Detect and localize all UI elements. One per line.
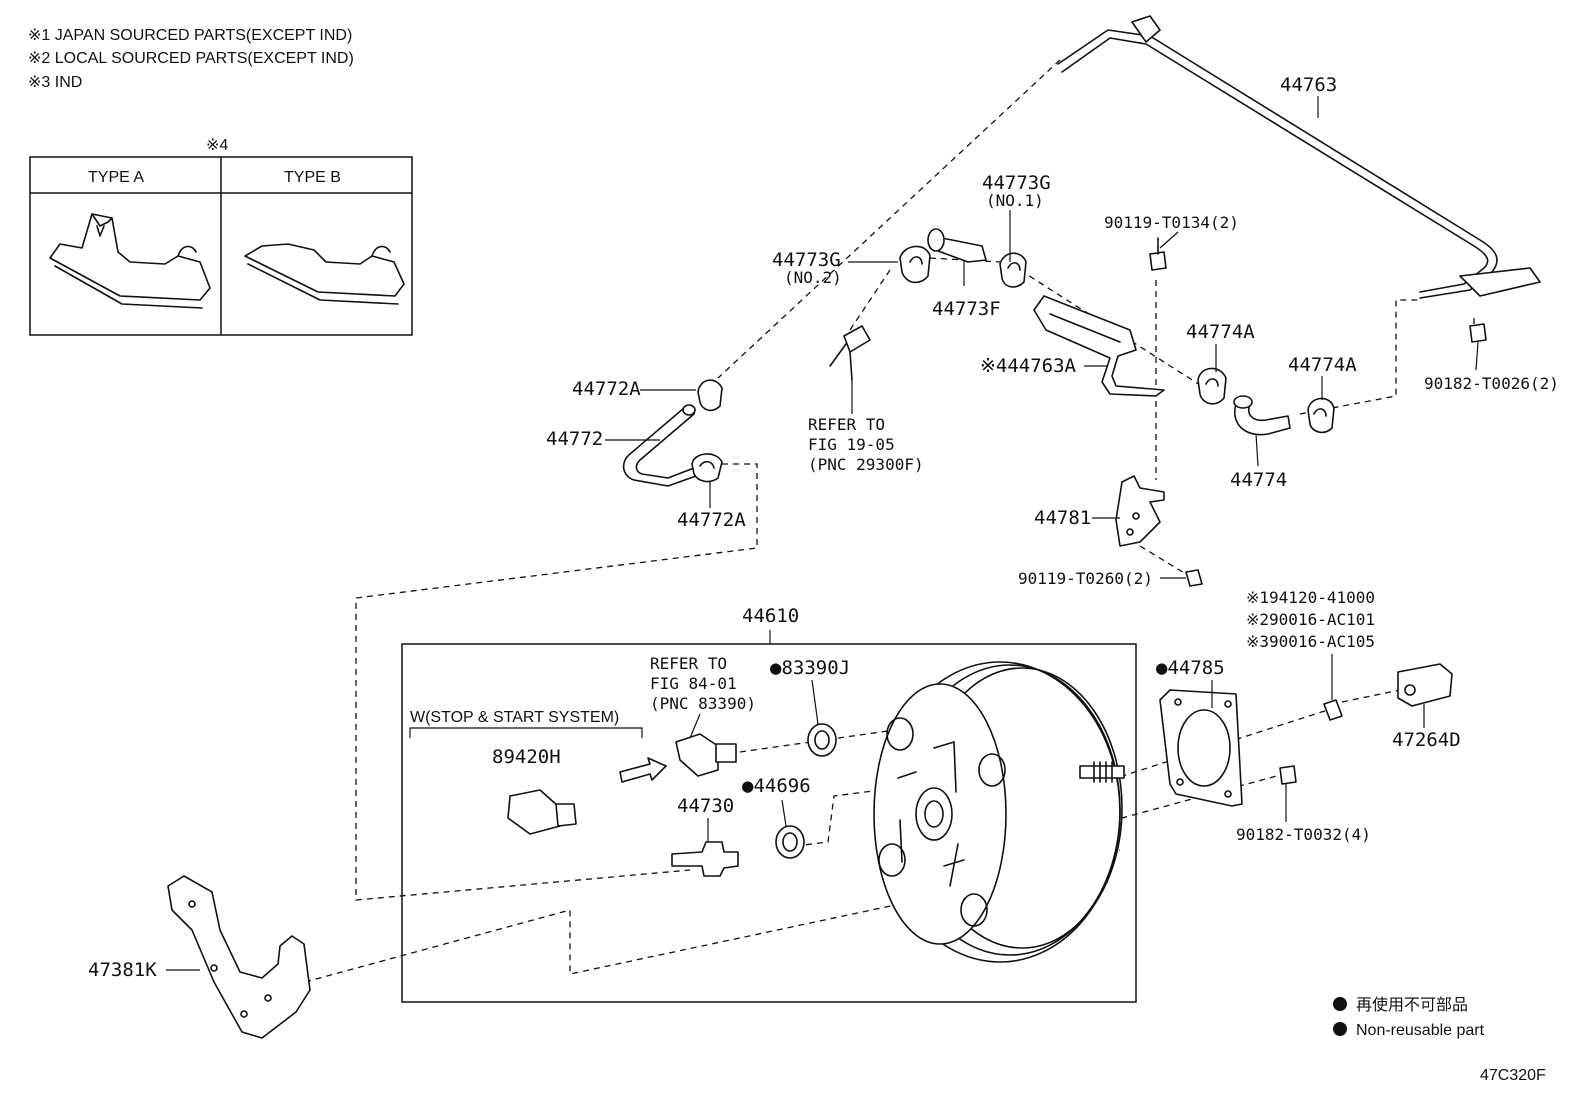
clevis-47264d	[1397, 663, 1453, 707]
brake-booster-44610	[873, 661, 1125, 963]
bracket-44781	[1115, 475, 1165, 547]
label-44785[interactable]: ●44785	[1156, 657, 1225, 679]
non-reusable-dot-icon	[1333, 1022, 1347, 1036]
hose-44773f	[927, 228, 987, 263]
note-1: ※1 JAPAN SOURCED PARTS(EXCEPT IND)	[28, 27, 352, 44]
refer-fig-84-line2[interactable]: FIG 84-01	[650, 674, 737, 693]
arrow-icon	[619, 757, 667, 783]
legend-jp: 再使用不可部品	[1356, 996, 1468, 1014]
check-valve-29300f	[829, 325, 871, 381]
bolt-90119-t0134	[1149, 237, 1167, 271]
booster-assembly-frame	[401, 643, 1137, 1003]
clamp-44772a-1	[697, 379, 723, 412]
clamp-44773g-no1	[999, 252, 1027, 288]
vacuum-pipe-44763	[1057, 15, 1541, 299]
legend-en: Non-reusable part	[1356, 1022, 1485, 1039]
label-44772[interactable]: 44772	[546, 428, 603, 450]
type-b-header: TYPE B	[284, 169, 341, 186]
legend: 再使用不可部品 Non-reusable part	[1333, 996, 1485, 1039]
sensor-89420h	[507, 789, 577, 835]
type-a-header: TYPE A	[88, 169, 144, 186]
inset-marker: ※4	[206, 137, 228, 154]
refer-fig-84-line1: REFER TO	[650, 654, 727, 673]
clamp-44773g-no2	[899, 245, 931, 284]
label-44772a-2[interactable]: 44772A	[677, 509, 746, 531]
vacuum-switch-83390	[675, 733, 737, 777]
clamp-44772a-2	[691, 453, 723, 483]
clamp-44774a-2	[1307, 397, 1335, 434]
label-44772a-1[interactable]: 44772A	[572, 378, 641, 400]
label-83390j[interactable]: ●83390J	[770, 657, 850, 679]
leader-lines	[166, 96, 1479, 971]
figure-code: 47C320F	[1480, 1067, 1546, 1084]
label-47381k[interactable]: 47381K	[88, 959, 157, 981]
check-valve-44730	[671, 841, 739, 877]
label-90119-t0260[interactable]: 90119-T0260(2)	[1018, 569, 1153, 588]
type-b-bracket-image	[244, 243, 405, 305]
label-44773g-no2-sub: (NO.2)	[784, 268, 842, 287]
grommet-44696	[775, 825, 805, 859]
label-44773g-no1[interactable]: 44773G	[982, 172, 1051, 194]
nut-90182-t0026	[1469, 323, 1487, 343]
refer-fig-19-line2[interactable]: FIG 19-05	[808, 435, 895, 454]
label-44781[interactable]: 44781	[1034, 507, 1091, 529]
label-alt-3[interactable]: ※390016-AC105	[1246, 632, 1375, 651]
stop-start-bracket	[409, 727, 643, 738]
part-labels: 44763 44773G (NO.1) 44773G (NO.2) 44773F…	[88, 74, 1559, 981]
label-44773g-no1-sub: (NO.1)	[986, 191, 1044, 210]
label-90182-t0032[interactable]: 90182-T0032(4)	[1236, 825, 1371, 844]
grommet-83390j	[807, 723, 837, 757]
label-alt-1[interactable]: ※194120-41000	[1246, 588, 1375, 607]
gasket-44785	[1159, 689, 1243, 807]
hose-44772	[622, 404, 697, 487]
label-47264d[interactable]: 47264D	[1392, 729, 1461, 751]
label-44774[interactable]: 44774	[1230, 469, 1287, 491]
label-89420h[interactable]: 89420H	[492, 746, 561, 768]
label-44610[interactable]: 44610	[742, 605, 799, 627]
bushing-94120-41000	[1323, 699, 1343, 721]
refer-fig-19-line1: REFER TO	[808, 415, 885, 434]
bolt-90119-t0260	[1185, 569, 1203, 587]
label-44696[interactable]: ●44696	[742, 775, 811, 797]
note-3: ※3 IND	[28, 74, 82, 91]
label-44763[interactable]: 44763	[1280, 74, 1337, 96]
type-inset: ※4 TYPE A TYPE B	[29, 137, 413, 336]
hose-44774	[1233, 395, 1291, 436]
label-44773g-no2[interactable]: 44773G	[772, 249, 841, 271]
label-44773f[interactable]: 44773F	[932, 298, 1001, 320]
label-44774a-2[interactable]: 44774A	[1288, 354, 1357, 376]
label-44774a-1[interactable]: 44774A	[1186, 321, 1255, 343]
label-stop-start: W(STOP & START SYSTEM)	[410, 709, 619, 726]
type-a-bracket-image	[49, 213, 211, 309]
label-44763a[interactable]: ※444763A	[980, 355, 1077, 377]
sourcing-notes: ※1 JAPAN SOURCED PARTS(EXCEPT IND) ※2 LO…	[28, 27, 354, 91]
label-alt-2[interactable]: ※290016-AC101	[1246, 610, 1375, 629]
nut-90182-t0032	[1279, 765, 1297, 785]
refer-fig-84-line3: (PNC 83390)	[650, 694, 756, 713]
clamp-44774a-1	[1197, 367, 1227, 405]
non-reusable-dot-icon	[1333, 997, 1347, 1011]
refer-fig-19-line3: (PNC 29300F)	[808, 455, 924, 474]
bracket-44763a	[1033, 295, 1165, 397]
label-90119-t0134[interactable]: 90119-T0134(2)	[1104, 213, 1239, 232]
label-44730[interactable]: 44730	[677, 795, 734, 817]
bracket-47381k	[167, 875, 311, 1039]
label-90182-t0026[interactable]: 90182-T0026(2)	[1424, 374, 1559, 393]
note-2: ※2 LOCAL SOURCED PARTS(EXCEPT IND)	[28, 50, 354, 67]
